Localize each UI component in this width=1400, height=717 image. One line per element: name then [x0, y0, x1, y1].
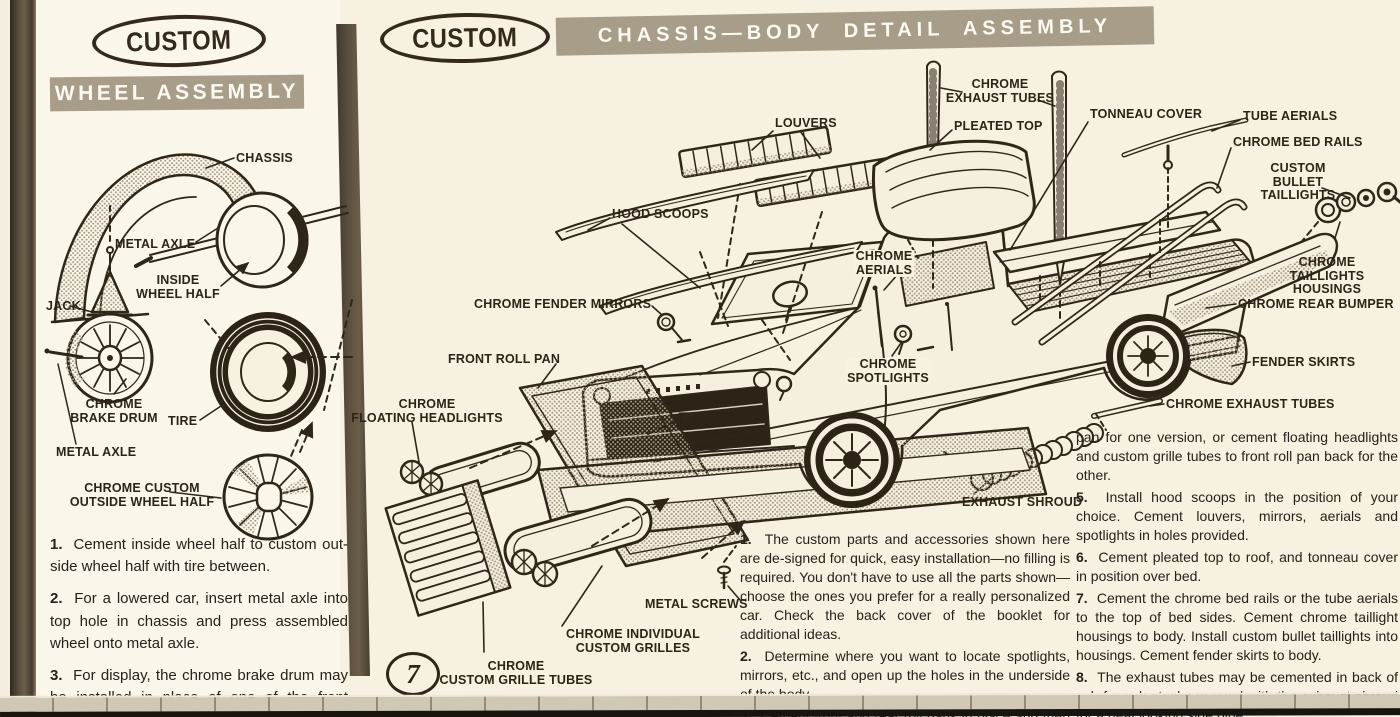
wheel-assembly-instructions: 1. Cement inside wheel half to custom ou…: [50, 534, 348, 717]
instruction-number: 8.: [1076, 669, 1098, 686]
instruction-item: 1. Cement inside wheel half to custom ou…: [50, 536, 348, 576]
part-label-chrome-exhaust-tubes: CHROME EXHAUST TUBES: [945, 77, 1055, 105]
part-label-front-roll-pan: FRONT ROLL PAN: [448, 352, 561, 366]
part-label-tire: TIRE: [168, 414, 198, 428]
part-label-chrome-floating-headlights: CHROME FLOATING HEADLIGHTS: [351, 397, 503, 425]
instruction-item: pan for one version, or cement floating …: [1076, 429, 1398, 484]
part-label-chrome-custom-grille-tubes: CHROME CUSTOM GRILLE TUBES: [439, 659, 593, 687]
part-label-chrome-rear-bumper: CHROME REAR BUMPER: [1238, 297, 1394, 311]
part-label-tonneau-cover: TONNEAU COVER: [1090, 107, 1203, 121]
instruction-number: 1.: [50, 536, 74, 553]
page-bottom-edge: [0, 692, 1400, 717]
part-label-fender-skirts: FENDER SKIRTS: [1252, 355, 1356, 369]
part-label-chrome-bed-rails: CHROME BED RAILS: [1233, 135, 1363, 149]
page-number: 7: [406, 658, 420, 689]
part-label-chrome-individual-custom-grilles: CHROME INDIVIDUAL CUSTOM GRILLES: [566, 627, 700, 655]
instruction-number: 7.: [1076, 590, 1097, 607]
part-label-chrome-fender-mirrors: CHROME FENDER MIRRORS: [474, 297, 652, 311]
wheel-assembly-title: WHEEL ASSEMBLY: [49, 74, 305, 112]
part-label-chrome-spotlights: CHROME SPOTLIGHTS: [845, 357, 931, 385]
part-label-pleated-top: PLEATED TOP: [954, 119, 1043, 133]
part-label-metal-axle: METAL AXLE: [56, 445, 137, 459]
assembly-instructions-col1: 1. The custom parts and accessories show…: [740, 530, 1070, 717]
part-label-inside-wheel-half: INSIDE WHEEL HALF: [136, 273, 220, 301]
part-label-chrome-taillights-housings: CHROME TAILLIGHTS HOUSINGS: [1289, 255, 1365, 296]
instruction-number: 6.: [1076, 549, 1099, 566]
part-label-chassis: CHASSIS: [236, 151, 293, 165]
booklet-binding: [10, 0, 36, 717]
instruction-number: 3.: [50, 666, 74, 684]
instruction-item: 5. Install hood scoops in the position o…: [1076, 489, 1398, 544]
page-number-badge: 7: [386, 652, 440, 696]
part-label-jack: JACK: [46, 299, 81, 313]
instruction-item: 6. Cement pleated top to roof, and tonne…: [1076, 549, 1398, 585]
part-label-metal-screws: METAL SCREWS: [645, 597, 748, 611]
instruction-item: 2. For a lowered car, insert metal axle …: [50, 590, 348, 652]
part-label-louvers: LOUVERS: [775, 116, 837, 130]
instruction-number: 5.: [1076, 489, 1106, 506]
instruction-item: 1. The custom parts and accessories show…: [740, 531, 1070, 643]
part-label-chrome-exhaust-tubes: CHROME EXHAUST TUBES: [1166, 397, 1335, 411]
part-label-exhaust-shroud: EXHAUST SHROUD: [962, 495, 1083, 509]
part-label-chrome-aerials: CHROME AERIALS: [853, 249, 915, 277]
part-label-chrome-custom-outside-wheel-half: CHROME CUSTOM OUTSIDE WHEEL HALF: [69, 481, 215, 509]
part-label-tube-aerials: TUBE AERIALS: [1243, 109, 1338, 123]
part-label-custom-bullet-taillights: CUSTOM BULLET TAILLIGHTS: [1260, 161, 1336, 202]
instruction-number: 1.: [740, 531, 765, 547]
instruction-item: 7. Cement the chrome bed rails or the tu…: [1076, 590, 1398, 664]
assembly-instructions-col2: pan for one version, or cement floating …: [1076, 428, 1398, 717]
instruction-number: 2.: [50, 590, 75, 608]
part-label-metal-axle: METAL AXLE: [115, 237, 196, 251]
part-label-chrome-brake-drum: CHROME BRAKE DRUM: [70, 397, 158, 425]
part-label-hood-scoops: HOOD SCOOPS: [612, 207, 709, 221]
custom-logo-left-text: CUSTOM: [126, 24, 232, 57]
custom-logo-main-text: CUSTOM: [412, 21, 518, 54]
instruction-number: 2.: [740, 648, 765, 665]
